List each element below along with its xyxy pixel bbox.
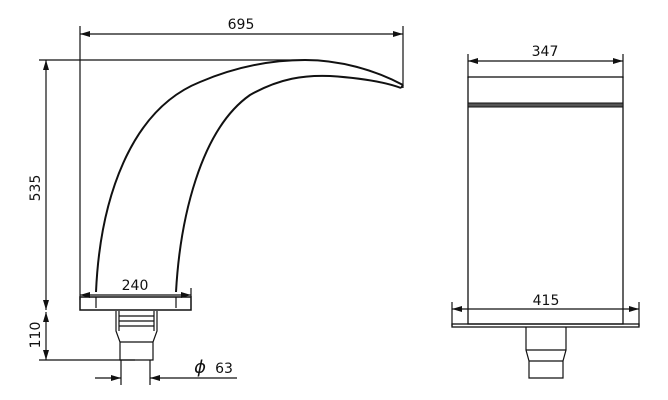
front-body bbox=[467, 76, 624, 325]
side-view: 695 535 240 bbox=[28, 17, 404, 385]
connector bbox=[115, 311, 158, 361]
diameter-symbol: ϕ bbox=[194, 357, 206, 378]
dim-label-240: 240 bbox=[122, 278, 149, 294]
spout-body bbox=[95, 58, 404, 293]
dimension-base-width: 415 bbox=[451, 293, 640, 326]
dim-label-63: 63 bbox=[215, 361, 233, 377]
dim-label-110: 110 bbox=[28, 322, 44, 349]
front-connector bbox=[525, 327, 567, 379]
dim-label-347: 347 bbox=[532, 44, 559, 60]
dimension-connector-height: 110 bbox=[28, 312, 135, 361]
dimension-overall-width: 695 bbox=[79, 17, 404, 300]
dim-label-535: 535 bbox=[28, 175, 44, 202]
dimension-connector-diameter: ϕ bbox=[95, 357, 237, 385]
front-base-plate bbox=[451, 323, 640, 328]
front-view: 347 415 bbox=[451, 44, 640, 379]
dimension-top-width: 347 bbox=[467, 44, 624, 78]
dim-label-415: 415 bbox=[533, 293, 560, 309]
dimension-base-width: 240 bbox=[80, 278, 192, 298]
dim-label-695: 695 bbox=[228, 17, 255, 33]
base-plate bbox=[79, 296, 192, 311]
dimension-overall-height: 535 bbox=[28, 59, 305, 310]
